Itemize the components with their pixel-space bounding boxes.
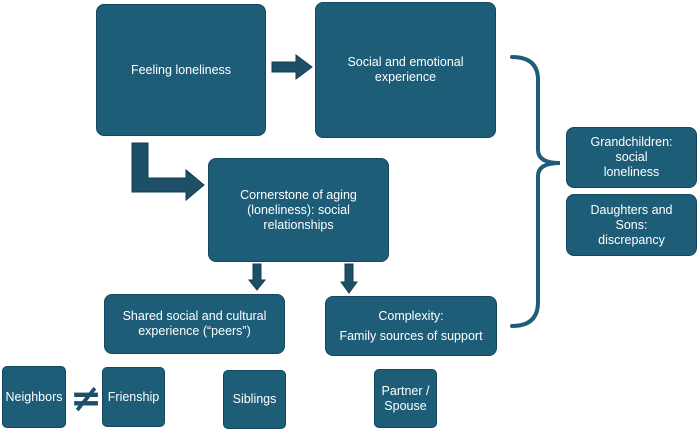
node-text-line: Complexity: [378, 309, 444, 323]
node-partner-spouse: Partner /Spouse [374, 369, 437, 428]
node-siblings: Siblings [223, 370, 286, 429]
arrow-down-icon [340, 263, 358, 294]
node-text-line: Daughters and Sons: [590, 202, 673, 232]
node-friendship: Frienship [102, 367, 165, 427]
node-text-line: Siblings [232, 392, 277, 406]
arrow-right-icon [271, 54, 313, 80]
not-equal-icon: ≠ [70, 376, 102, 420]
curly-brace-icon [510, 55, 561, 328]
node-cornerstone-of-aging: Cornerstone of aging(loneliness): social… [208, 158, 389, 262]
node-text-line: Shared social and cultural [122, 309, 267, 323]
node-text-line: Social and emotional [347, 55, 464, 69]
node-neighbors: Neighbors [2, 366, 66, 428]
node-text-line: experience [374, 70, 437, 84]
arrow-down-icon [247, 263, 267, 291]
elbow-arrow-icon [131, 142, 205, 202]
node-text-line: Partner / [381, 383, 430, 398]
node-text-line: loneliness [603, 165, 660, 179]
node-text-line: (loneliness): social [247, 202, 350, 217]
node-complexity-family-support: Complexity: Family sources of support [325, 296, 497, 356]
node-text-line: experience (“peers”) [138, 324, 251, 338]
node-text-line: Spouse [384, 398, 427, 413]
node-text-line: Cornerstone of aging [240, 187, 357, 202]
node-feeling-loneliness: Feeling loneliness [96, 4, 266, 136]
node-text-line: Frienship [107, 389, 160, 404]
node-text-line: relationships [263, 217, 334, 232]
node-text-line: Grandchildren: social [590, 135, 673, 164]
node-daughters-sons: Daughters and Sons:discrepancy [566, 194, 697, 256]
node-text-line: discrepancy [598, 232, 665, 247]
node-text-line: Family sources of support [339, 329, 483, 343]
node-text-line: Feeling loneliness [130, 62, 232, 77]
node-text-line: Neighbors [5, 389, 63, 404]
